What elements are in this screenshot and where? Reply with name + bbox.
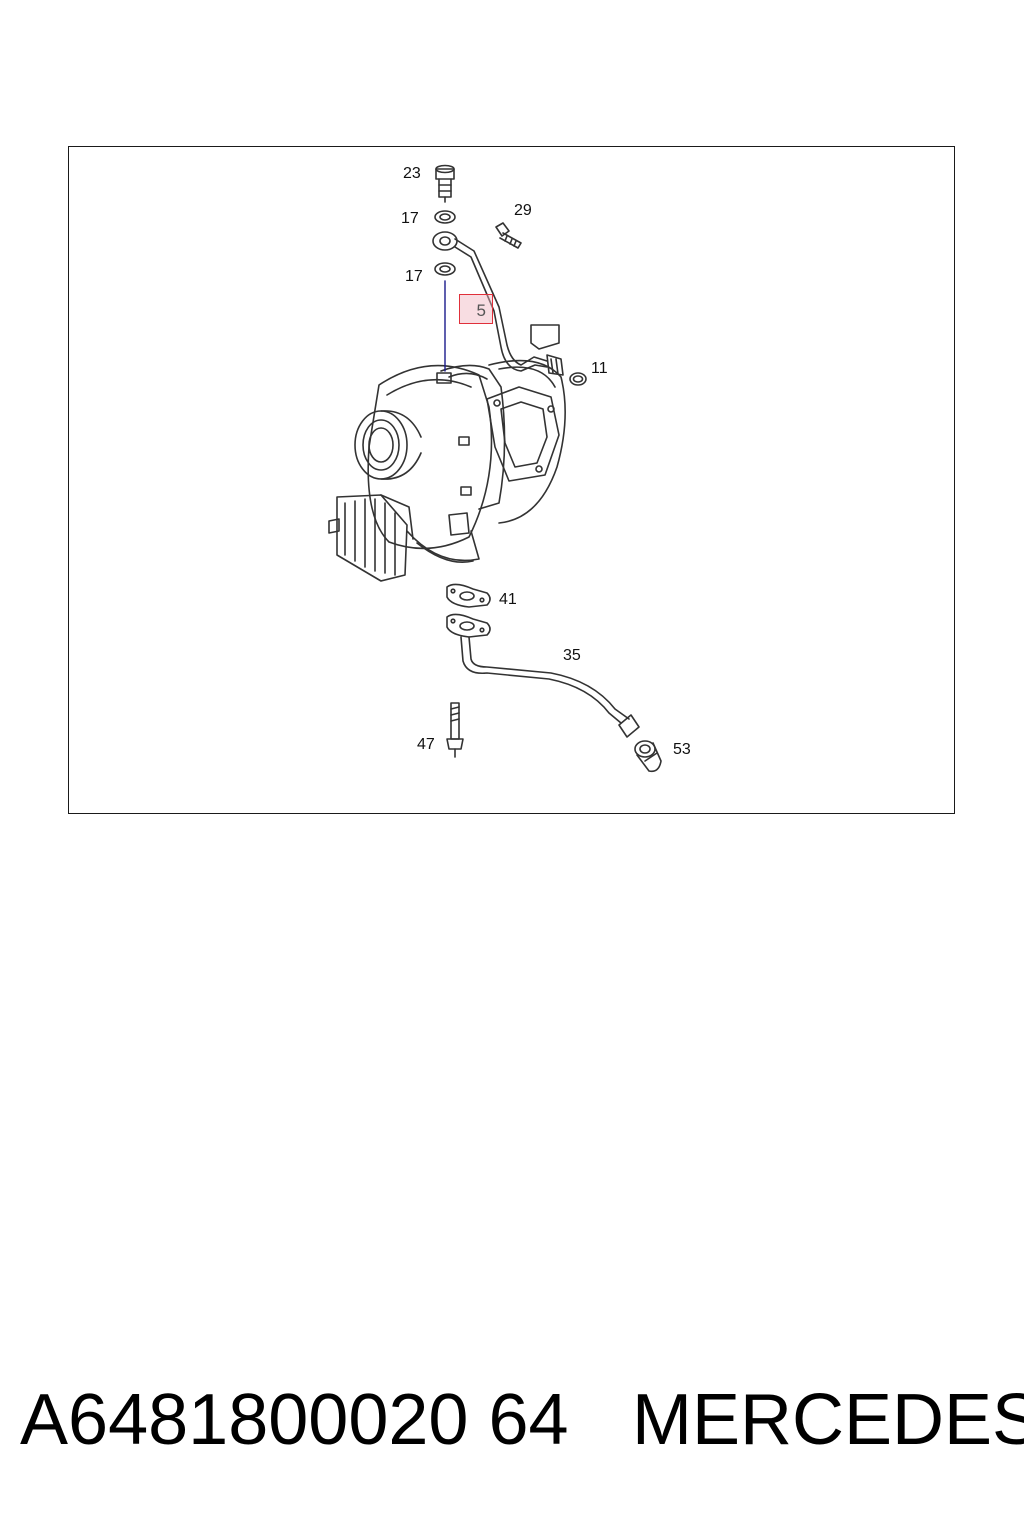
- callout-17-lower: 17: [405, 268, 423, 285]
- seal-washer-lower: [434, 262, 456, 276]
- bolt-part: [446, 702, 464, 758]
- callout-11: 11: [591, 360, 608, 377]
- diagram-frame: 23 17 29 17 5 11 41 35 47 53: [68, 146, 955, 814]
- turbocharger-assembly: [328, 359, 566, 582]
- grommet-part: [634, 740, 662, 773]
- parts-diagram: [328, 164, 662, 773]
- callout-23: 23: [403, 165, 421, 182]
- callout-53: 53: [673, 741, 691, 758]
- bottom-caption: A6481800020 64 MERCEDES: [20, 1380, 1024, 1460]
- callout-35: 35: [563, 647, 581, 664]
- callout-47: 47: [417, 736, 435, 753]
- callout-29: 29: [514, 202, 532, 219]
- callout-5-highlighted[interactable]: 5: [459, 294, 493, 324]
- banjo-bolt-part: [435, 164, 455, 203]
- seal-washer-upper: [434, 210, 456, 224]
- callout-41: 41: [499, 591, 517, 608]
- brand-name: MERCEDES: [632, 1380, 1024, 1460]
- oil-feed-line-part: [432, 231, 564, 376]
- gasket-part: [446, 583, 491, 608]
- part-number: A6481800020 64: [20, 1380, 569, 1460]
- callout-17-upper: 17: [401, 210, 419, 227]
- bracket-screw-part: [495, 222, 522, 249]
- o-ring-part: [569, 372, 587, 386]
- oil-return-pipe-part: [446, 613, 640, 738]
